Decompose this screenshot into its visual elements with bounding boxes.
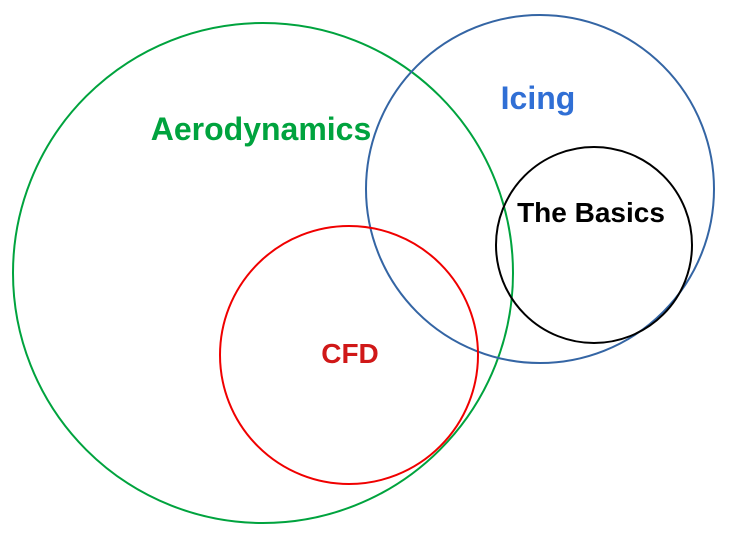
label-cfd: CFD — [321, 338, 379, 369]
circle-icing — [365, 14, 715, 364]
label-icing: Icing — [500, 80, 576, 116]
circle-the-basics — [495, 146, 693, 344]
label-the-basics: The Basics — [517, 197, 665, 228]
label-aerodynamics: Aerodynamics — [150, 111, 372, 147]
circle-cfd — [219, 225, 479, 485]
